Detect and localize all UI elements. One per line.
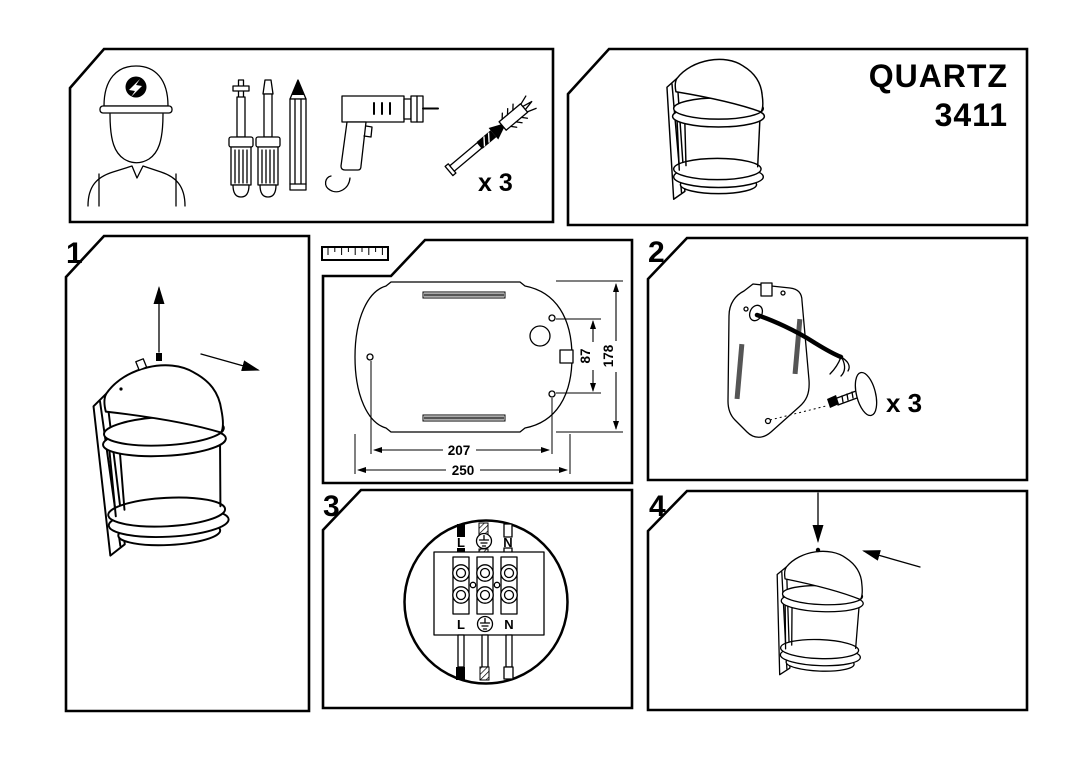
live-label-top: L — [457, 535, 465, 550]
arrow-open — [200, 353, 260, 371]
step3-panel: 3 L N — [321, 488, 634, 710]
wiring-detail: L N L N — [403, 519, 569, 685]
template-panel: 207 250 87 178 — [321, 238, 634, 485]
step2-panel-border — [646, 236, 1029, 482]
lamp-latch — [135, 358, 148, 371]
earth-symbol-icon — [476, 615, 494, 633]
step2-panel: 2 x 3 — [646, 236, 1029, 482]
drill-icon — [324, 95, 439, 193]
arrow-close — [862, 550, 921, 568]
electrician-icon — [87, 65, 186, 207]
plate-tab — [760, 282, 773, 297]
live-label-bottom: L — [457, 617, 465, 632]
cable-hole — [529, 325, 551, 347]
live-wire — [457, 524, 465, 537]
ruler-icon — [321, 246, 389, 261]
step3-number: 3 — [323, 490, 340, 523]
product-brand: QUARTZ — [869, 58, 1008, 94]
wall-plug-quantity-label: x 3 — [478, 169, 513, 197]
top-screw — [815, 547, 821, 553]
dim-holes-height: 87 — [578, 348, 593, 363]
pencil-icon — [289, 79, 307, 191]
tools-panel-border — [68, 47, 555, 224]
neutral-wire — [503, 523, 513, 538]
screw-hole-top-right — [548, 314, 556, 322]
screw-and-plug — [769, 371, 878, 421]
step4-panel: 4 — [646, 489, 1029, 712]
top-screw — [156, 353, 162, 361]
wall-plug-icon — [444, 95, 537, 177]
step1-number: 1 — [66, 237, 83, 270]
product-panel: QUARTZ 3411 — [566, 47, 1029, 227]
earth-symbol-icon — [475, 532, 493, 550]
mains-cable — [754, 312, 844, 360]
neutral-label-top: N — [503, 535, 512, 550]
wall-plate-drawing — [727, 282, 850, 438]
template-slot-bottom — [422, 414, 506, 422]
step1-panel-border — [64, 234, 311, 713]
tools-panel: x 3 — [68, 47, 555, 224]
dim-holes-width: 207 — [448, 443, 471, 458]
dim-outer-height: 178 — [601, 344, 616, 367]
step4-number: 4 — [649, 490, 666, 523]
step2-number: 2 — [648, 236, 665, 269]
lamp-screw-dot — [119, 387, 123, 391]
anchor-quantity-label: x 3 — [886, 388, 922, 418]
step1-panel: 1 — [64, 234, 311, 713]
dimension-lines: 207 250 87 178 — [354, 280, 623, 478]
screw-hole-bottom-right — [548, 390, 556, 398]
dim-outer-width: 250 — [452, 463, 475, 478]
flat-screwdriver-icon — [255, 79, 281, 198]
edge-notch — [559, 349, 574, 364]
plate-slot — [734, 343, 745, 400]
phillips-screwdriver-icon — [228, 79, 254, 198]
screw-hole-left — [366, 353, 374, 361]
template-slot-top — [422, 291, 506, 299]
mounting-template-drawing — [354, 281, 574, 433]
neutral-label-bottom: N — [504, 617, 513, 632]
product-model: 3411 — [935, 97, 1008, 133]
wall-plug-disc — [854, 371, 878, 417]
